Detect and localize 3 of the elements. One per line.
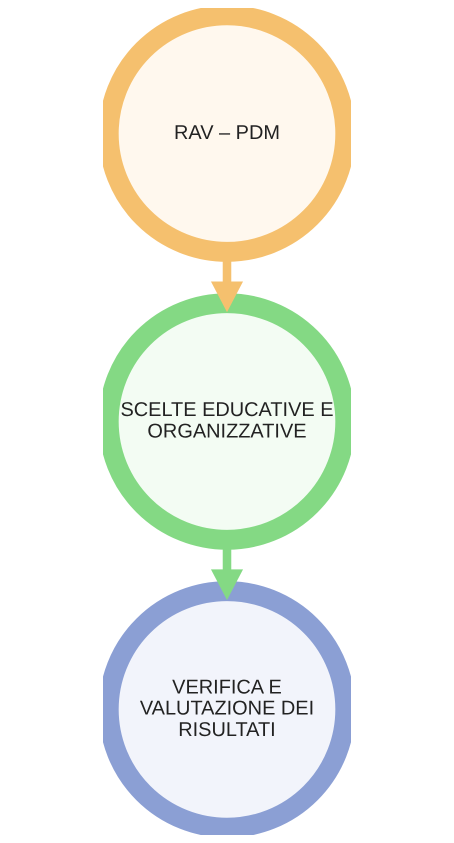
node-circle: RAV – PDM xyxy=(103,8,351,262)
node-circle: SCELTE EDUCATIVE E ORGANIZZATIVE xyxy=(103,293,351,550)
node-circle: VERIFICA E VALUTAZIONE DEI RISULTATI xyxy=(103,581,351,835)
